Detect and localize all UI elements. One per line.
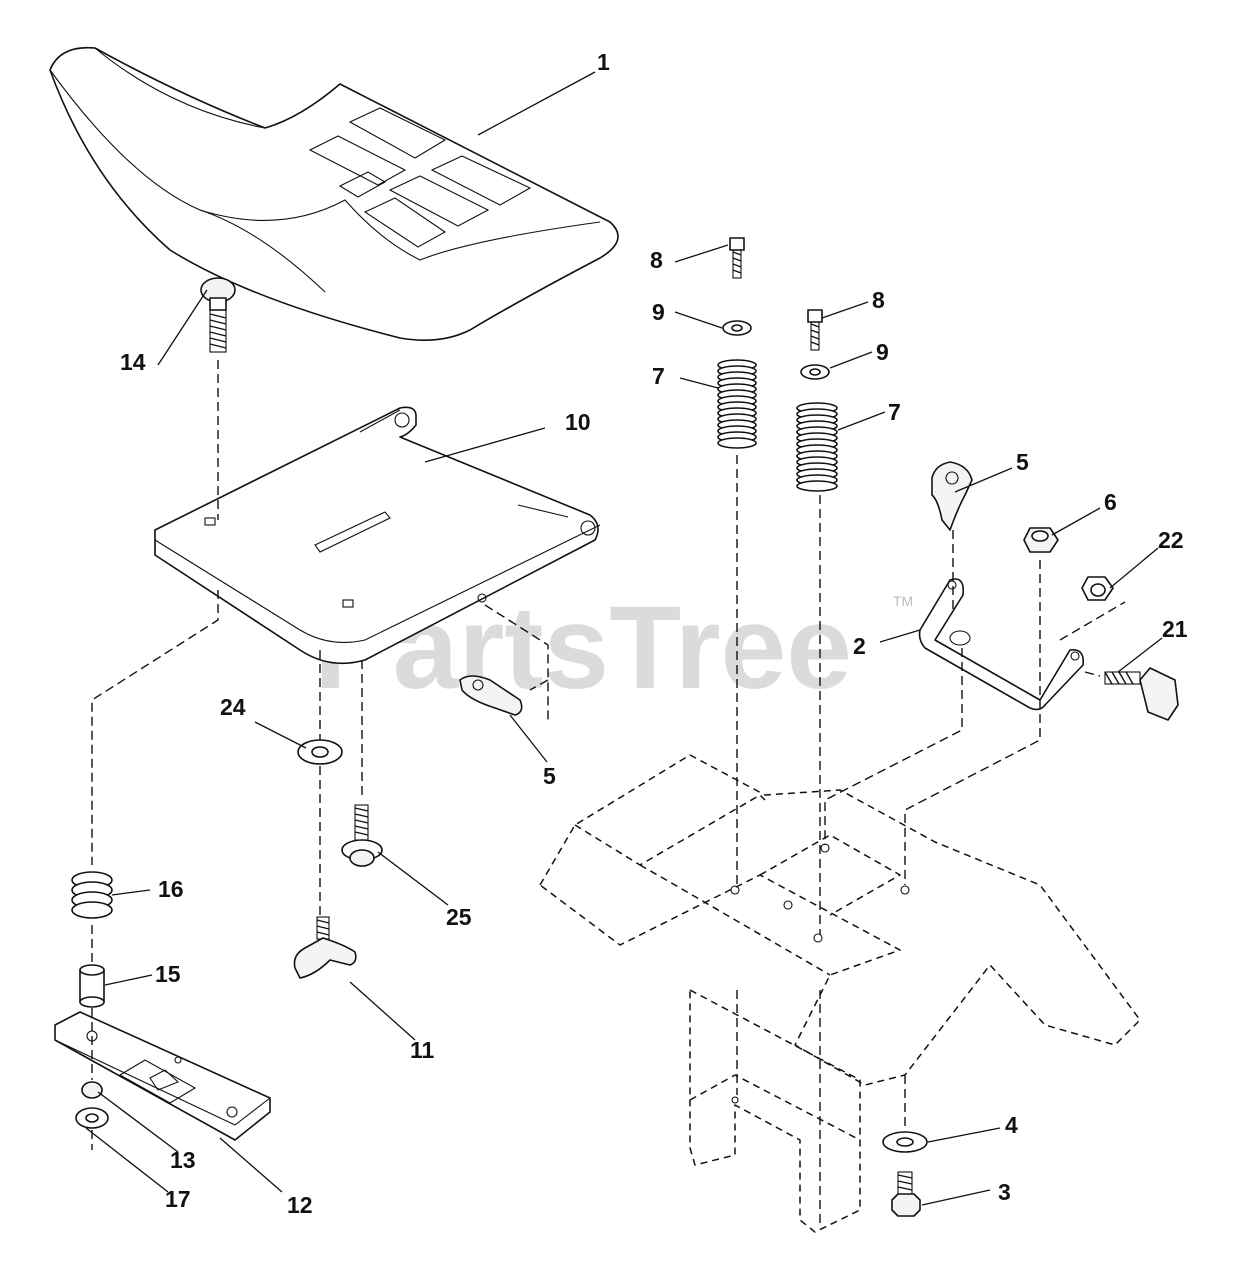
callout-11: 11 — [410, 1037, 435, 1063]
spring-part-16[interactable] — [71, 871, 113, 919]
bolt-part-3[interactable] — [891, 1171, 921, 1217]
clip-part-left[interactable] — [459, 675, 523, 716]
seat-pan-part[interactable] — [154, 406, 601, 665]
nut-part-13[interactable] — [81, 1081, 103, 1099]
bracket-part[interactable] — [918, 578, 1085, 711]
spring-coil — [796, 480, 838, 492]
washer-part-9-right[interactable] — [800, 364, 830, 380]
spring-part-7-left[interactable] — [717, 359, 757, 449]
callout-7-left: 7 — [652, 363, 665, 389]
knob-part[interactable] — [293, 916, 357, 979]
leader-lines — [85, 71, 1163, 1206]
alignment-lines-left — [91, 360, 549, 1150]
callout-17: 17 — [165, 1186, 191, 1212]
callout-4: 4 — [1005, 1112, 1018, 1138]
callout-7-right: 7 — [888, 399, 901, 425]
callout-22: 22 — [1158, 527, 1184, 553]
clip-part-right[interactable] — [931, 461, 973, 531]
washer-part-17[interactable] — [75, 1107, 109, 1129]
callout-13: 13 — [170, 1147, 196, 1173]
shoulder-bolt-part[interactable] — [341, 804, 383, 867]
callout-5-left: 5 — [543, 763, 556, 789]
spring-coil — [717, 437, 757, 449]
callout-16: 16 — [158, 876, 184, 902]
spring-part-7-right[interactable] — [796, 402, 838, 492]
callout-5-right: 5 — [1016, 449, 1029, 475]
fender-outline — [539, 754, 1141, 1233]
callout-25: 25 — [446, 904, 472, 930]
nut-part-22[interactable] — [1081, 576, 1114, 601]
callout-6: 6 — [1104, 489, 1117, 515]
callout-10: 10 — [565, 409, 591, 435]
callout-1: 1 — [597, 49, 610, 75]
bolt-part-8-right[interactable] — [807, 309, 823, 351]
washer-part-24[interactable] — [297, 739, 343, 765]
callout-14: 14 — [120, 349, 146, 375]
callout-15: 15 — [155, 961, 181, 987]
carriage-bolt-part[interactable] — [200, 277, 236, 353]
bolt-part-8-left[interactable] — [729, 237, 745, 279]
callout-21: 21 — [1162, 616, 1188, 642]
washer-part-9-left[interactable] — [722, 320, 752, 336]
callout-3: 3 — [998, 1179, 1011, 1205]
watermark-tm: TM — [893, 593, 913, 609]
callout-9-right: 9 — [876, 339, 889, 365]
alignment-lines-right — [736, 455, 1126, 1225]
callout-12: 12 — [287, 1192, 313, 1218]
seat-part[interactable] — [49, 46, 619, 342]
callout-8-left: 8 — [650, 247, 663, 273]
callout-9-left: 9 — [652, 299, 665, 325]
washer-part-4[interactable] — [882, 1131, 928, 1153]
bolt-part-21[interactable] — [1104, 667, 1179, 721]
callout-24: 24 — [220, 694, 246, 720]
callout-2: 2 — [853, 633, 866, 659]
slide-rail-part[interactable] — [54, 1011, 271, 1141]
spacer-part-15[interactable] — [79, 964, 105, 1008]
nut-part-6[interactable] — [1023, 527, 1059, 553]
callout-8-right: 8 — [872, 287, 885, 313]
